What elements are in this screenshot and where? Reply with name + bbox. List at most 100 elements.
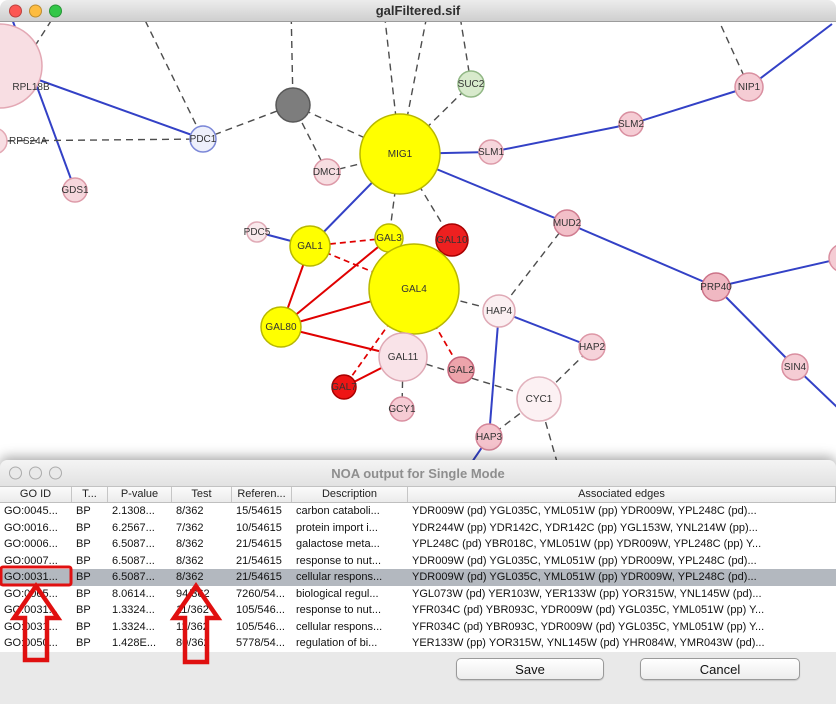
edge-pp[interactable] <box>566 222 717 288</box>
edge-pp[interactable] <box>488 310 500 438</box>
node-HAP2[interactable] <box>578 333 606 361</box>
node-GAL7[interactable] <box>331 374 357 400</box>
cell-referen: 7260/54... <box>236 587 285 600</box>
edge-pd[interactable] <box>202 104 294 140</box>
cancel-button[interactable]: Cancel <box>640 658 800 680</box>
node-SLM2[interactable] <box>618 111 644 137</box>
node-GAL10[interactable] <box>435 223 469 257</box>
node-GAL80[interactable] <box>260 306 302 348</box>
cell-associated-edges: YGL073W (pd) YER103W, YER133W (pp) YOR31… <box>412 587 762 600</box>
network-window-titlebar[interactable]: galFiltered.sif <box>0 0 836 22</box>
close-button[interactable] <box>9 466 22 480</box>
node-PRP40[interactable] <box>701 272 731 302</box>
node-label-PRP40: PRP40 <box>700 282 732 293</box>
edge-pd[interactable] <box>498 222 568 312</box>
window-controls <box>9 4 62 17</box>
edge-pd[interactable] <box>0 138 204 142</box>
zoom-button[interactable] <box>49 466 62 480</box>
node-MIG1[interactable] <box>359 113 441 195</box>
column-header-t[interactable]: T... <box>72 487 108 502</box>
cell-referen: 10/54615 <box>236 521 282 534</box>
zoom-button[interactable] <box>49 4 62 17</box>
cell-go-id: GO:0045... <box>4 505 58 517</box>
minimize-button[interactable] <box>29 466 42 480</box>
cell-t: BP <box>76 637 91 649</box>
node-GAL4[interactable] <box>368 243 460 335</box>
node-MUD2[interactable] <box>553 209 581 237</box>
edge-pd[interactable] <box>290 22 294 106</box>
cell-test: 11/362 <box>176 604 209 616</box>
node-PDC5[interactable] <box>246 221 268 243</box>
node-GAL1[interactable] <box>289 225 331 267</box>
minimize-button[interactable] <box>29 4 42 17</box>
noa-window-titlebar[interactable]: NOA output for Single Mode <box>0 460 836 487</box>
edge-pp[interactable] <box>630 86 750 125</box>
node-label-HAP4: HAP4 <box>486 306 513 317</box>
column-header-go-id[interactable]: GO ID <box>0 487 72 502</box>
node-label-HAP3: HAP3 <box>476 432 503 443</box>
node-label-HAP2: HAP2 <box>579 342 606 353</box>
node-GAL2[interactable] <box>447 356 475 384</box>
cell-p-value: 2.1308... <box>112 505 155 517</box>
save-button[interactable]: Save <box>456 658 604 680</box>
node-DMC1[interactable] <box>313 158 341 186</box>
cell-p-value: 6.5087... <box>112 571 155 583</box>
node-label-GAL11: GAL11 <box>388 352 419 363</box>
node-HAP3[interactable] <box>475 423 503 451</box>
node-RPS24A[interactable] <box>0 128 8 154</box>
node-RPL18B[interactable] <box>0 23 43 109</box>
network-graph[interactable]: RPL18BRPS24AGDS1PDC1DMC1MIG1SUC2SLM1SLM2… <box>0 22 836 460</box>
cell-p-value: 6.2567... <box>112 521 155 534</box>
node-clipped-node-right[interactable] <box>828 244 836 272</box>
cell-test: 8/362 <box>176 538 204 550</box>
window-controls <box>9 466 62 480</box>
edge-pd[interactable] <box>538 398 558 460</box>
cell-referen: 5778/54... <box>236 637 285 649</box>
node-GAL11[interactable] <box>378 332 428 382</box>
edge-pp-sel[interactable] <box>280 237 390 328</box>
node-PDC1[interactable] <box>189 125 217 153</box>
cell-p-value: 1.3324... <box>112 620 155 633</box>
node-NIP1[interactable] <box>734 72 764 102</box>
edge-pp[interactable] <box>490 123 632 153</box>
column-header-test[interactable]: Test <box>172 487 232 502</box>
edge-pp[interactable] <box>715 258 836 288</box>
cell-go-id: GO:0006... <box>4 538 58 550</box>
cell-p-value: 1.428E... <box>112 637 157 649</box>
node-SLM1[interactable] <box>478 139 504 165</box>
node-GCY1[interactable] <box>389 396 415 422</box>
edge-pp[interactable] <box>715 286 796 368</box>
column-header-p-value[interactable]: P-value <box>108 487 172 502</box>
column-header-associated-edges[interactable]: Associated edges <box>408 487 836 502</box>
cell-go-id: GO:0031... <box>4 604 58 616</box>
node-GDS1[interactable] <box>62 177 88 203</box>
close-button[interactable] <box>9 4 22 17</box>
node-HAP4[interactable] <box>482 294 516 328</box>
node-SUC2[interactable] <box>457 70 485 98</box>
cell-description: carbon cataboli... <box>296 505 380 517</box>
cell-associated-edges: YER133W (pp) YOR315W, YNL145W (pd) YHR08… <box>412 637 765 649</box>
node-gray-node[interactable] <box>275 87 311 123</box>
node-CYC1[interactable] <box>516 376 562 422</box>
edge-pd[interactable] <box>140 22 204 140</box>
column-header-referen[interactable]: Referen... <box>232 487 292 502</box>
cell-description: galactose meta... <box>296 538 380 550</box>
edge-pd[interactable] <box>401 356 404 410</box>
node-label-RPS24A: RPS24A <box>9 136 48 147</box>
node-label-PDC5: PDC5 <box>244 227 271 238</box>
node-SIN4[interactable] <box>781 353 809 381</box>
column-header-description[interactable]: Description <box>292 487 408 502</box>
edge-pp[interactable] <box>748 23 833 88</box>
